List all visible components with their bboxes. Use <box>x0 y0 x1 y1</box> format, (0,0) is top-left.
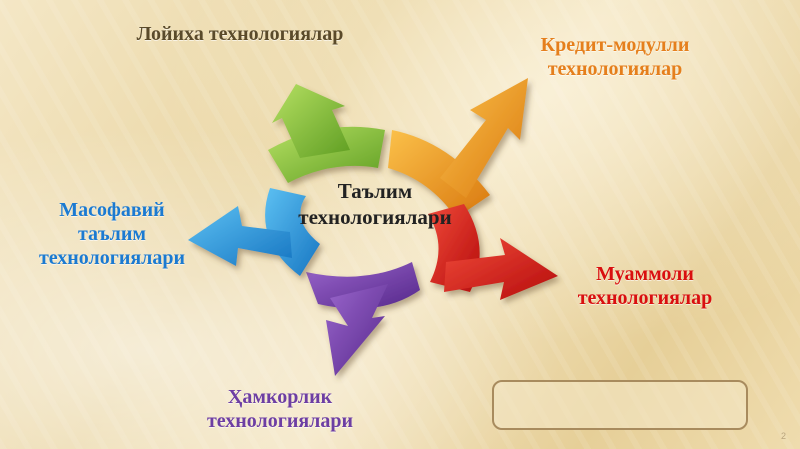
label-cooperation-technologies: Ҳамкорлик технологиялари <box>180 385 380 433</box>
label-problem-technologies: Муаммоли технологиялар <box>545 262 745 310</box>
empty-text-box[interactable] <box>492 380 748 430</box>
center-title-line1: Таълим <box>337 179 413 203</box>
label-line: Масофавий <box>59 199 165 221</box>
label-line: технологиялар <box>577 287 713 309</box>
slide-number: 2 <box>780 431 786 441</box>
label-line: технологиялари <box>38 247 186 269</box>
label-project-technologies: Лойиха технологиялар <box>110 22 370 46</box>
orange-arrow <box>388 78 528 218</box>
center-title: Таълим технологиялари <box>280 178 470 230</box>
label-line: таълим <box>77 223 147 245</box>
green-arrow <box>268 84 385 183</box>
label-line: Лойиха технологиялар <box>136 23 344 45</box>
label-credit-module-technologies: Кредит-модулли технологиялар <box>505 33 725 81</box>
purple-arrow <box>306 262 420 376</box>
label-line: технологиялари <box>206 410 354 432</box>
blue-arrow <box>188 188 320 276</box>
label-line: Муаммоли <box>596 263 694 285</box>
label-line: Ҳамкорлик <box>227 386 333 408</box>
label-line: технологиялар <box>547 58 683 80</box>
red-arrow <box>428 204 558 300</box>
label-line: Кредит-модулли <box>540 34 690 56</box>
label-distance-learning-technologies: Масофавий таълим технологиялари <box>22 198 202 270</box>
center-title-line2: технологиялари <box>298 205 452 229</box>
